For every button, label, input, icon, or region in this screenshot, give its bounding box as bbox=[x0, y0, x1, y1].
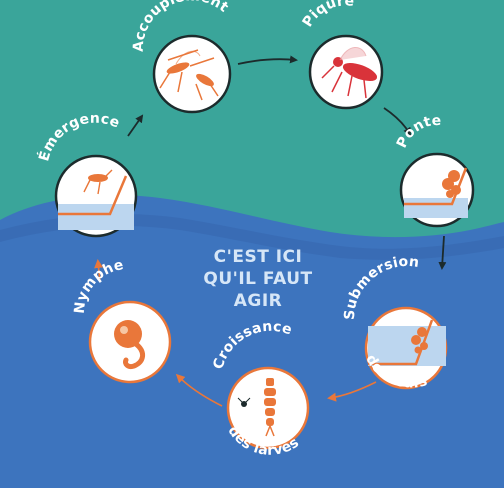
center-line-2: QU'IL FAUT bbox=[203, 269, 312, 289]
stage-ponte: Ponte bbox=[394, 113, 473, 226]
stage-accouplement: Accouplement bbox=[131, 0, 232, 112]
center-line-3: AGIR bbox=[234, 291, 283, 311]
stage-label-piqure: Piqûre bbox=[300, 0, 355, 30]
arrow-accouplement-to-piqure bbox=[238, 59, 296, 64]
stage-piqure: Piqûre bbox=[300, 0, 382, 108]
arrow-emergence-to-accouplement bbox=[128, 116, 142, 136]
stage-label-ponte: Ponte bbox=[394, 113, 442, 151]
stage-label-emergence: Émergence bbox=[35, 111, 122, 163]
center-line-1: C'EST ICI bbox=[214, 247, 303, 267]
